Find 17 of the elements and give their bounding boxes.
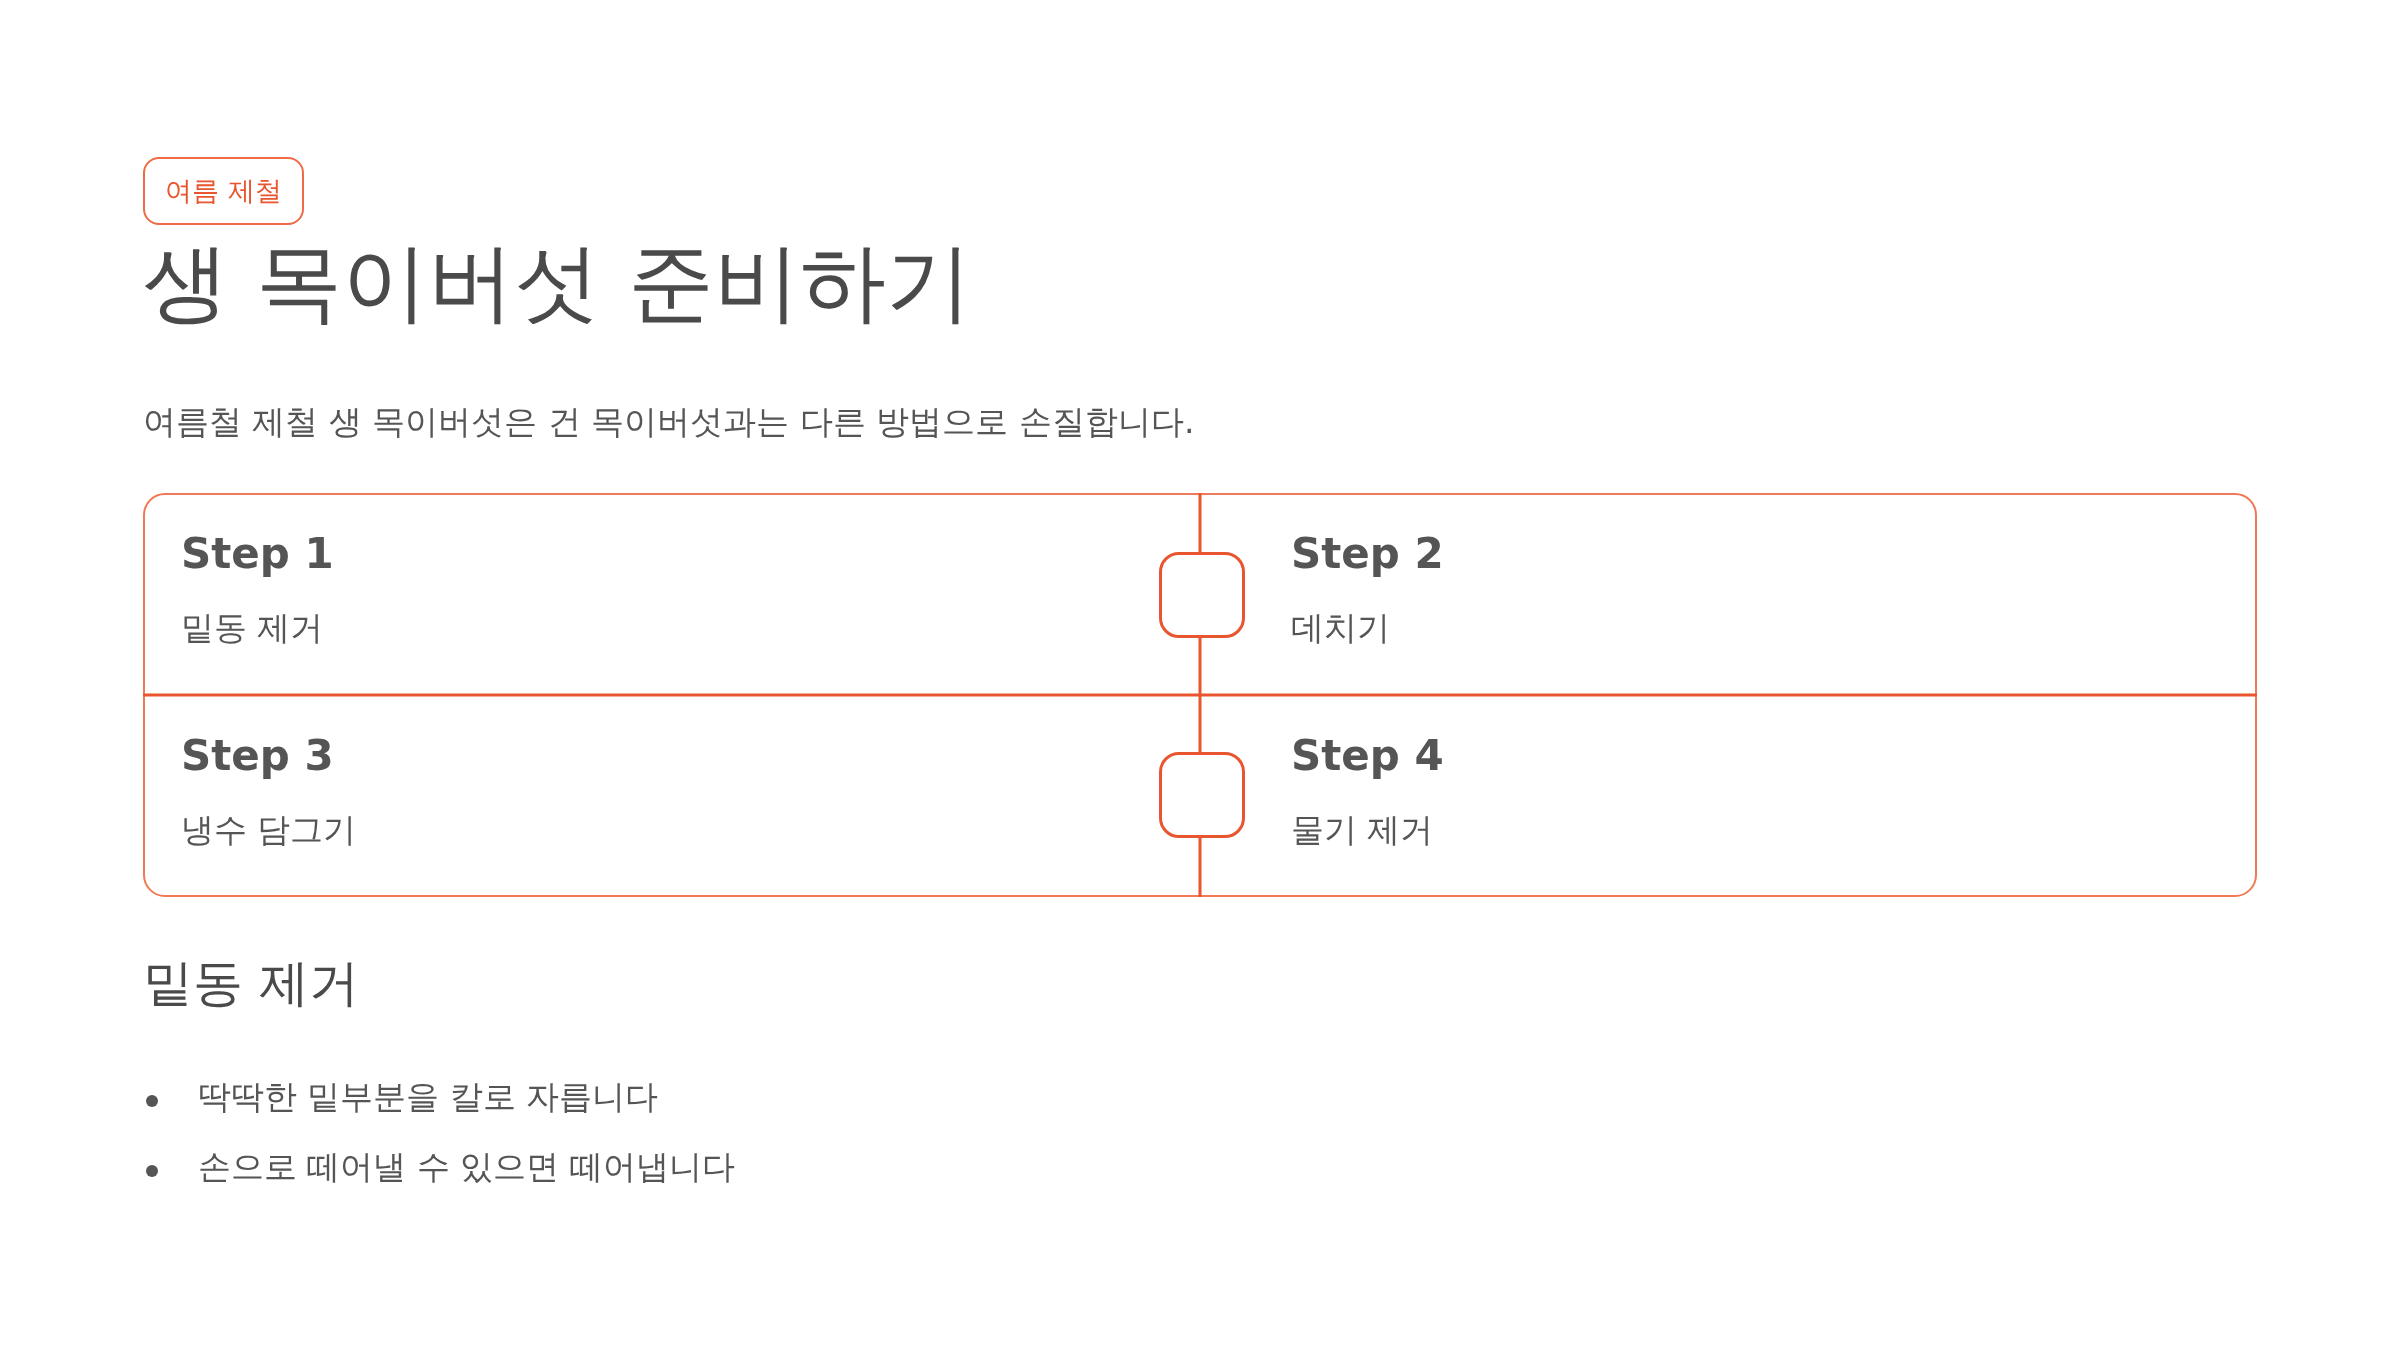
page-title: 생 목이버섯 준비하기 bbox=[143, 231, 972, 334]
step-title: Step 3 bbox=[181, 731, 334, 780]
category-tag: 여름 제철 bbox=[143, 157, 304, 225]
step-description: 냉수 담그기 bbox=[181, 809, 358, 851]
section-heading: 밑동 제거 bbox=[143, 953, 359, 1014]
connector-square bbox=[1159, 752, 1245, 838]
bullet-text: 손으로 떼어낼 수 있으면 떼어냅니다 bbox=[198, 1146, 735, 1188]
bullet-text: 딱딱한 밑부분을 칼로 자릅니다 bbox=[198, 1076, 659, 1118]
subtitle-text: 여름철 제철 생 목이버섯은 건 목이버섯과는 다른 방법으로 손질합니다. bbox=[143, 401, 1195, 443]
step-description: 밑동 제거 bbox=[181, 607, 325, 649]
connector-square bbox=[1159, 552, 1245, 638]
step-title: Step 4 bbox=[1291, 731, 1444, 780]
step-description: 물기 제거 bbox=[1291, 809, 1435, 851]
step-grid-panel bbox=[143, 493, 2257, 897]
step-description: 데치기 bbox=[1291, 607, 1391, 649]
step-title: Step 1 bbox=[181, 529, 334, 578]
step-title: Step 2 bbox=[1291, 529, 1444, 578]
